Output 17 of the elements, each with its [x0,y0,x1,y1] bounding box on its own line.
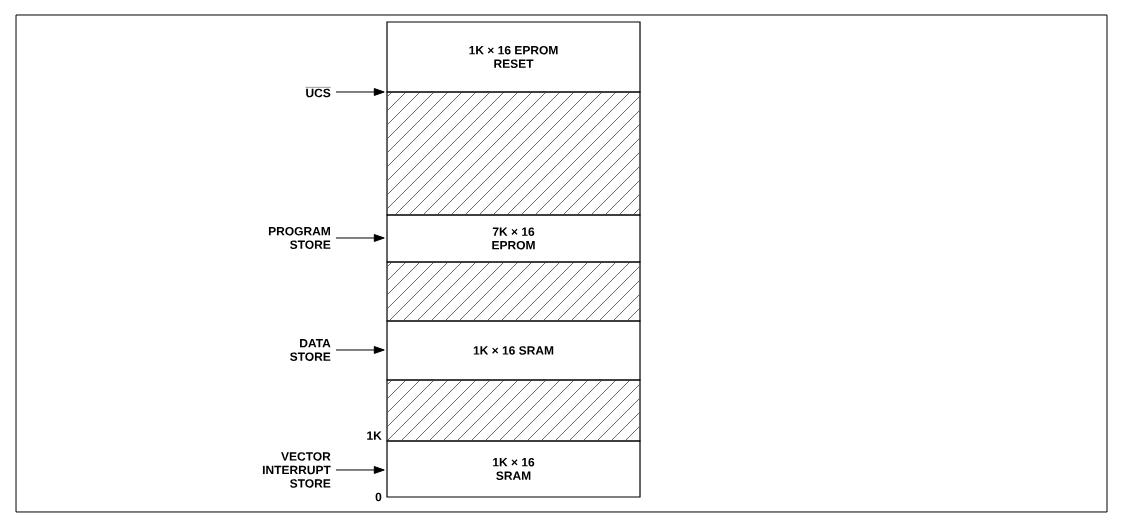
region-label: DATA STORE [290,339,331,361]
reserved-block [386,91,641,216]
memory-block: 1K × 16 SRAM [386,320,641,381]
arrow [335,346,385,354]
address-label: 0 [375,492,382,502]
region-label: PROGRAM STORE [268,227,331,249]
arrow [335,234,385,242]
address-label: 1K [367,431,382,440]
reserved-block [386,379,641,442]
arrow [335,88,385,96]
reserved-block [386,261,641,322]
memory-block: 1K × 16 SRAM [386,440,641,498]
arrow [335,466,385,474]
signal-label: UCS [305,87,331,98]
memory-block: 1K × 16 EPROM RESET [386,21,641,93]
region-label: VECTOR INTERRUPT STORE [262,452,331,488]
memory-block: 7K × 16 EPROM [386,214,641,263]
